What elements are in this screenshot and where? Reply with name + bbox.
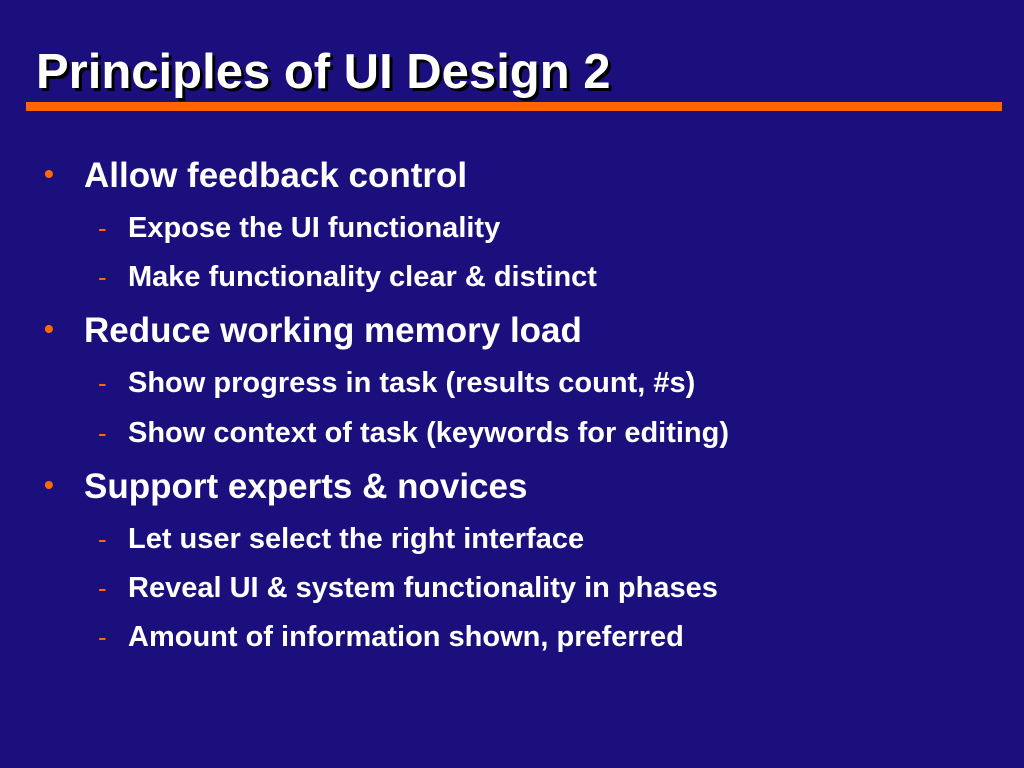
sub-bullet-marker: -: [98, 368, 107, 398]
sub-bullet-text: Let user select the right interface: [128, 523, 585, 555]
slide-title: Principles of UI Design 2: [36, 45, 611, 99]
sub-bullet-text: Show context of task (keywords for editi…: [128, 417, 730, 449]
sub-bullet-text: Amount of information shown, preferred: [128, 621, 684, 653]
bullet-heading: Reduce working memory load: [84, 311, 582, 350]
bullet-marker: •: [44, 158, 54, 189]
sub-bullet-marker: -: [98, 213, 107, 243]
bullet-marker: •: [44, 469, 54, 500]
bullet-marker: •: [44, 313, 54, 344]
sub-bullet-marker: -: [98, 524, 107, 554]
bullet-heading: Allow feedback control: [84, 156, 468, 195]
sub-bullet-marker: -: [98, 418, 107, 448]
bullet-heading: Support experts & novices: [84, 467, 528, 506]
sub-bullet-marker: -: [98, 622, 107, 652]
sub-bullet-marker: -: [98, 573, 107, 603]
sub-bullet-marker: -: [98, 262, 107, 292]
sub-bullet-text: Reveal UI & system functionality in phas…: [128, 572, 718, 604]
sub-bullet-text: Make functionality clear & distinct: [128, 261, 597, 293]
sub-bullet-text: Show progress in task (results count, #s…: [128, 367, 696, 399]
title-underline: [26, 102, 1002, 111]
sub-bullet-text: Expose the UI functionality: [128, 212, 501, 244]
